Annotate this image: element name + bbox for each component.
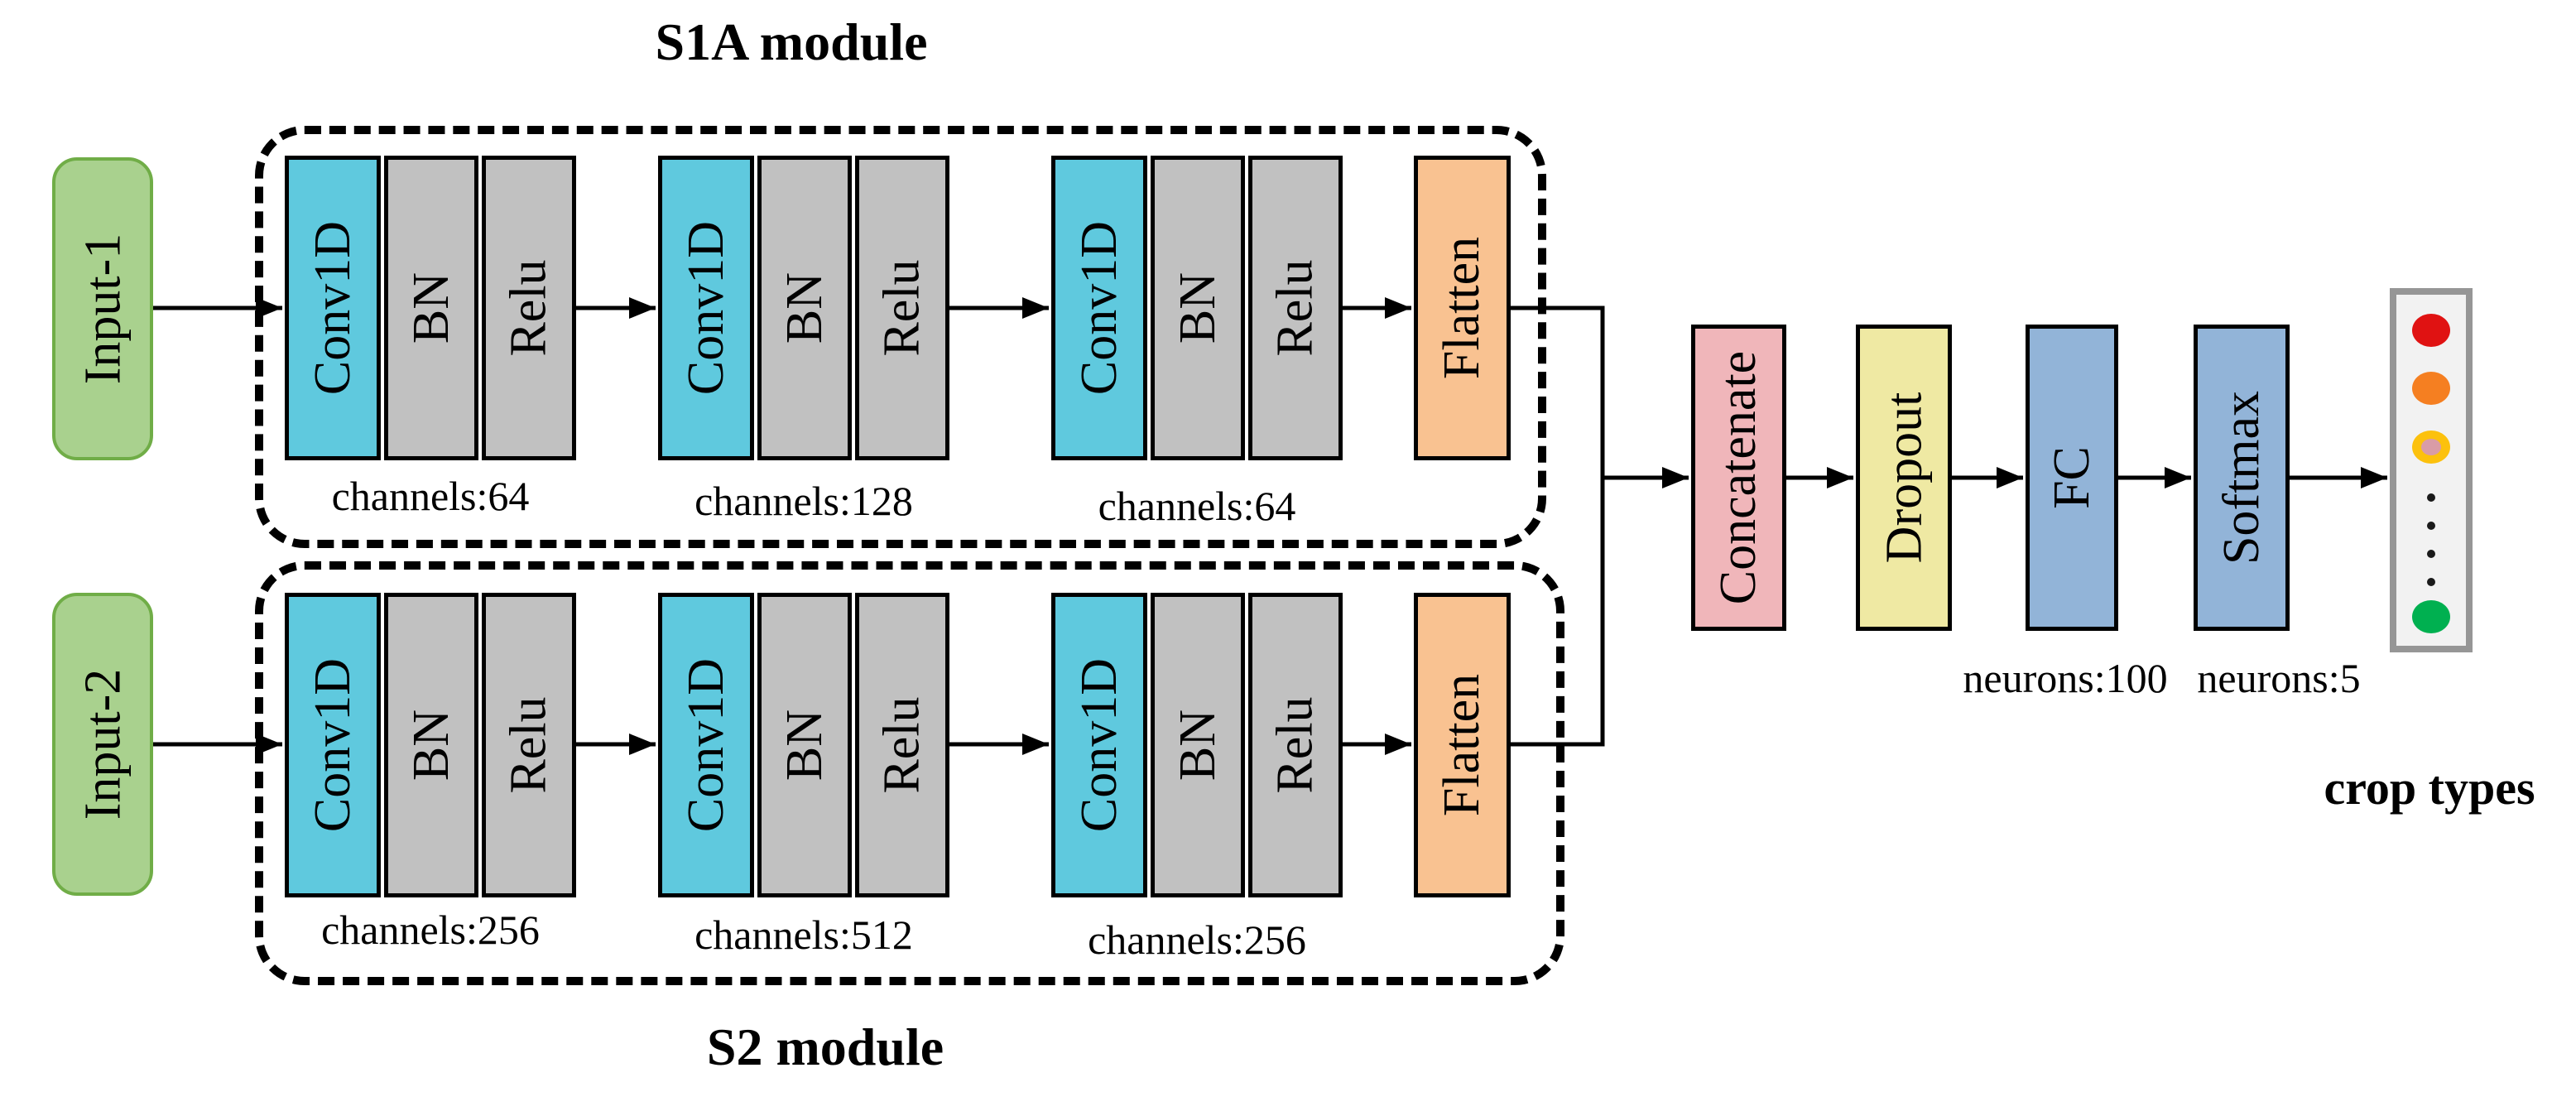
s1a-g2-channels: channels:128 [694,478,913,524]
s2-g3-relu: Relu [1248,593,1343,897]
input-2-label: Input-2 [74,668,131,820]
class-dot-yellow [2412,431,2450,464]
crop-types-label: crop types [2324,761,2535,815]
ellipsis-dot [2427,578,2435,586]
fc-block: FC [2026,325,2118,631]
s2-g1-relu: Relu [482,593,576,897]
s2-g2-relu-label: Relu [874,696,931,794]
s2-g3-conv1d-label: Conv1D [1071,657,1128,833]
s2-flatten: Flatten [1414,593,1511,897]
s1a-g2-relu: Relu [855,156,949,460]
s2-g1-relu-label: Relu [501,696,558,794]
fc-label: FC [2044,446,2100,509]
s2-g3-relu-label: Relu [1267,696,1324,794]
s2-module-frame [255,561,1564,985]
s2-g1-bn: BN [384,593,478,897]
s1a-g3-relu: Relu [1248,156,1343,460]
s1a-g2-conv1d: Conv1D [658,156,754,460]
s1a-g3-channels: channels:64 [1098,483,1296,529]
class-dot-orange [2412,372,2450,405]
s1a-flatten-label: Flatten [1434,236,1491,380]
s1a-g3-conv1d: Conv1D [1051,156,1147,460]
output-classes-box [2390,288,2473,652]
s2-g3-channels: channels:256 [1088,916,1306,963]
s2-module-title: S2 module [706,1017,944,1076]
dropout-label: Dropout [1876,392,1932,564]
s1a-g1-bn: BN [384,156,478,460]
input-1-box: Input-1 [52,157,153,460]
input-2-box: Input-2 [52,593,153,896]
class-dot-green [2412,600,2450,633]
s1a-g2-conv1d-label: Conv1D [678,220,735,396]
input-1-label: Input-1 [74,233,131,385]
s1a-g2-bn-label: BN [776,272,833,344]
s1a-g1-conv1d: Conv1D [285,156,381,460]
s2-g1-bn-label: BN [402,709,459,782]
s1a-g2-relu-label: Relu [874,259,931,357]
s1a-g3-bn-label: BN [1169,272,1226,344]
s2-g2-bn-label: BN [776,709,833,782]
s1a-g1-channels: channels:64 [331,473,530,519]
s2-g2-relu: Relu [855,593,949,897]
softmax-label: Softmax [2213,390,2271,565]
s1a-g3-conv1d-label: Conv1D [1071,220,1128,396]
concatenate-label: Concatenate [1710,350,1767,605]
s2-g3-bn-label: BN [1169,709,1226,782]
s2-g1-conv1d-label: Conv1D [305,657,362,833]
concatenate-block: Concatenate [1691,325,1786,631]
s1a-g3-bn: BN [1151,156,1245,460]
s2-g1-conv1d: Conv1D [285,593,381,897]
s2-g1-channels: channels:256 [321,907,540,953]
dropout-block: Dropout [1856,325,1952,631]
class-dot-red [2412,314,2450,347]
s1a-g1-relu-label: Relu [501,259,558,357]
class-dot-yellow-center [2421,439,2441,455]
s1a-module-frame [255,126,1546,548]
s2-flatten-label: Flatten [1434,673,1491,817]
s2-g3-bn: BN [1151,593,1245,897]
s2-g2-conv1d: Conv1D [658,593,754,897]
s1a-g2-bn: BN [757,156,852,460]
line-flatten-merge [1511,305,1605,747]
ellipsis-dot [2427,522,2435,530]
softmax-block: Softmax [2194,325,2290,631]
s1a-g1-relu: Relu [482,156,576,460]
s2-g2-channels: channels:512 [694,912,913,958]
s1a-flatten: Flatten [1414,156,1511,460]
s2-g2-conv1d-label: Conv1D [678,657,735,833]
s2-g2-bn: BN [757,593,852,897]
ellipsis-dot [2427,493,2435,502]
s1a-g1-bn-label: BN [402,272,459,344]
fc-neurons-caption: neurons:100 [1963,655,2168,701]
s1a-module-title: S1A module [655,12,928,71]
s2-g3-conv1d: Conv1D [1051,593,1147,897]
softmax-neurons-caption: neurons:5 [2197,655,2361,701]
s1a-g1-conv1d-label: Conv1D [305,220,362,396]
ellipsis-dot [2427,550,2435,558]
s1a-g3-relu-label: Relu [1267,259,1324,357]
